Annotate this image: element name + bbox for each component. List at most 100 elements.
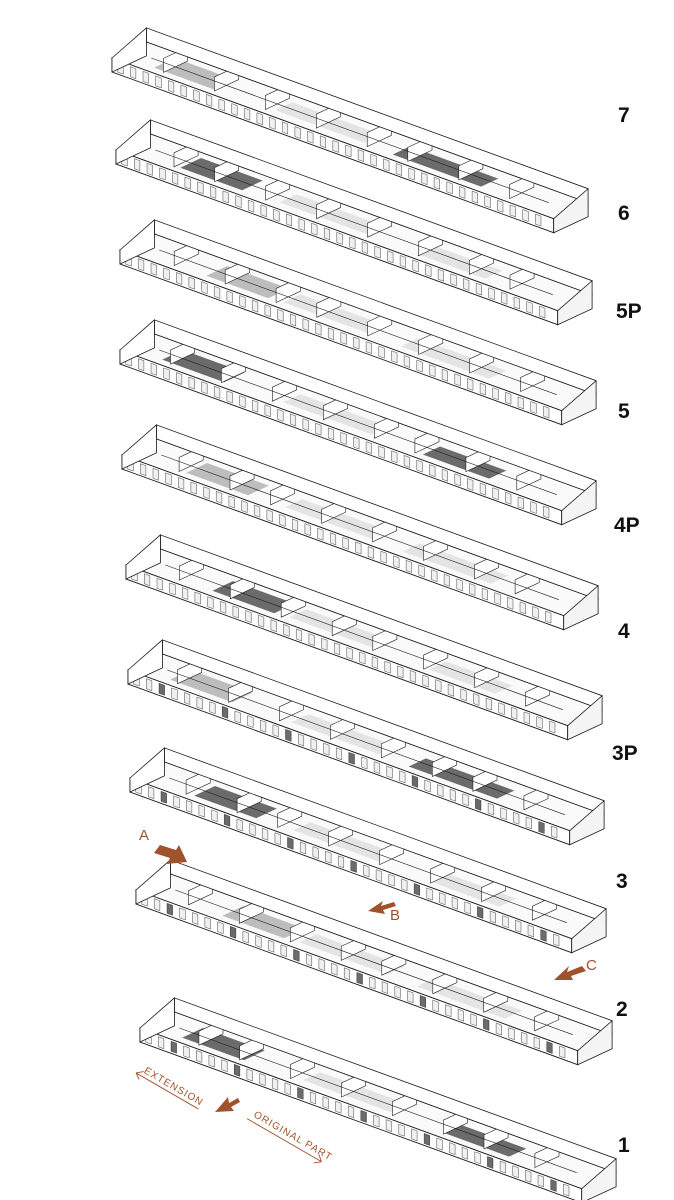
- window-opening: [166, 903, 173, 916]
- window-opening: [154, 898, 161, 911]
- window-opening: [483, 1018, 490, 1031]
- window-opening: [361, 756, 368, 770]
- window-opening: [215, 491, 223, 504]
- window-opening: [464, 901, 471, 915]
- window-opening: [323, 742, 330, 756]
- end-wall: [577, 1019, 613, 1066]
- window-opening: [176, 372, 183, 385]
- window-opening: [335, 1100, 342, 1114]
- window-opening: [332, 140, 339, 153]
- window-opening: [403, 455, 410, 468]
- window-opening: [375, 869, 382, 882]
- window-opening: [193, 89, 200, 102]
- window-opening: [399, 770, 406, 784]
- window-opening: [134, 158, 141, 171]
- floor-zone: [432, 874, 517, 907]
- window-opening: [363, 864, 370, 878]
- window-opening: [393, 555, 400, 569]
- end-wall: [139, 997, 175, 1043]
- window-opening: [481, 587, 488, 601]
- window-opening: [479, 482, 486, 496]
- window-opening: [233, 1064, 241, 1077]
- window-opening: [517, 496, 524, 510]
- window-opening: [418, 564, 425, 578]
- window-opening: [538, 821, 545, 834]
- window-opening: [462, 793, 469, 807]
- window-opening: [159, 167, 166, 181]
- window-opening: [507, 597, 514, 610]
- window-opening: [293, 949, 300, 962]
- end-wall: [121, 424, 157, 470]
- window-opening: [168, 80, 175, 93]
- window-opening: [350, 860, 357, 873]
- floor-zone: [428, 661, 513, 694]
- window-opening: [262, 827, 269, 841]
- floor-label-6: 6: [618, 202, 630, 225]
- window-opening: [338, 855, 344, 869]
- window-opening: [292, 518, 298, 532]
- window-opening: [150, 363, 157, 376]
- window-opening: [543, 405, 550, 419]
- window-opening: [423, 1133, 430, 1146]
- floor-plate: [118, 319, 598, 526]
- window-opening: [521, 1032, 528, 1045]
- extension-label: EXTENSION: [142, 1066, 205, 1109]
- window-opening: [198, 804, 205, 818]
- window-opening: [274, 832, 281, 846]
- window-opening: [232, 605, 239, 619]
- window-opening: [201, 281, 208, 294]
- floor-label-7: 7: [618, 104, 630, 127]
- window-opening: [286, 213, 292, 227]
- window-opening: [497, 200, 504, 213]
- corridor-line: [155, 149, 553, 295]
- window-opening: [241, 500, 248, 513]
- window-opening: [461, 1146, 468, 1160]
- window-opening: [495, 1022, 502, 1036]
- window-opening: [186, 800, 193, 813]
- window-opening: [255, 935, 262, 948]
- window-opening: [386, 765, 393, 779]
- window-opening: [502, 915, 509, 928]
- window-opening: [223, 814, 231, 827]
- window-opening: [505, 492, 512, 505]
- window-opening: [397, 665, 404, 679]
- window-opening: [450, 273, 457, 287]
- window-opening: [184, 176, 191, 190]
- window-opening: [190, 481, 197, 495]
- window-opening: [173, 795, 180, 809]
- window-opening: [197, 181, 204, 194]
- window-opening: [441, 468, 448, 482]
- window-opening: [553, 933, 560, 947]
- window-opening: [365, 441, 372, 454]
- window-opening: [411, 775, 418, 788]
- window-opening: [183, 1045, 190, 1059]
- window-opening: [201, 381, 208, 394]
- window-opening: [297, 1087, 304, 1100]
- window-opening: [551, 825, 558, 839]
- window-opening: [234, 710, 241, 724]
- window-opening: [298, 733, 304, 747]
- window-opening: [361, 241, 368, 254]
- window-opening: [559, 1045, 566, 1059]
- window-opening: [302, 418, 309, 431]
- window-opening: [218, 98, 225, 112]
- window-opening: [353, 436, 360, 450]
- floor-label-1: 1: [618, 1134, 630, 1157]
- window-opening: [196, 696, 203, 710]
- window-opening: [158, 683, 165, 696]
- window-opening: [348, 752, 355, 765]
- window-opening: [146, 678, 153, 691]
- window-opening: [155, 75, 162, 89]
- window-opening: [208, 1054, 215, 1068]
- window-opening: [247, 715, 254, 728]
- window-opening: [328, 327, 334, 341]
- window-opening: [451, 896, 458, 910]
- window-opening: [505, 392, 512, 405]
- window-opening: [330, 532, 336, 546]
- window-opening: [381, 981, 388, 994]
- window-opening: [219, 601, 227, 614]
- corridor-line: [165, 564, 563, 710]
- window-opening: [221, 1059, 228, 1072]
- window-opening: [499, 1160, 506, 1174]
